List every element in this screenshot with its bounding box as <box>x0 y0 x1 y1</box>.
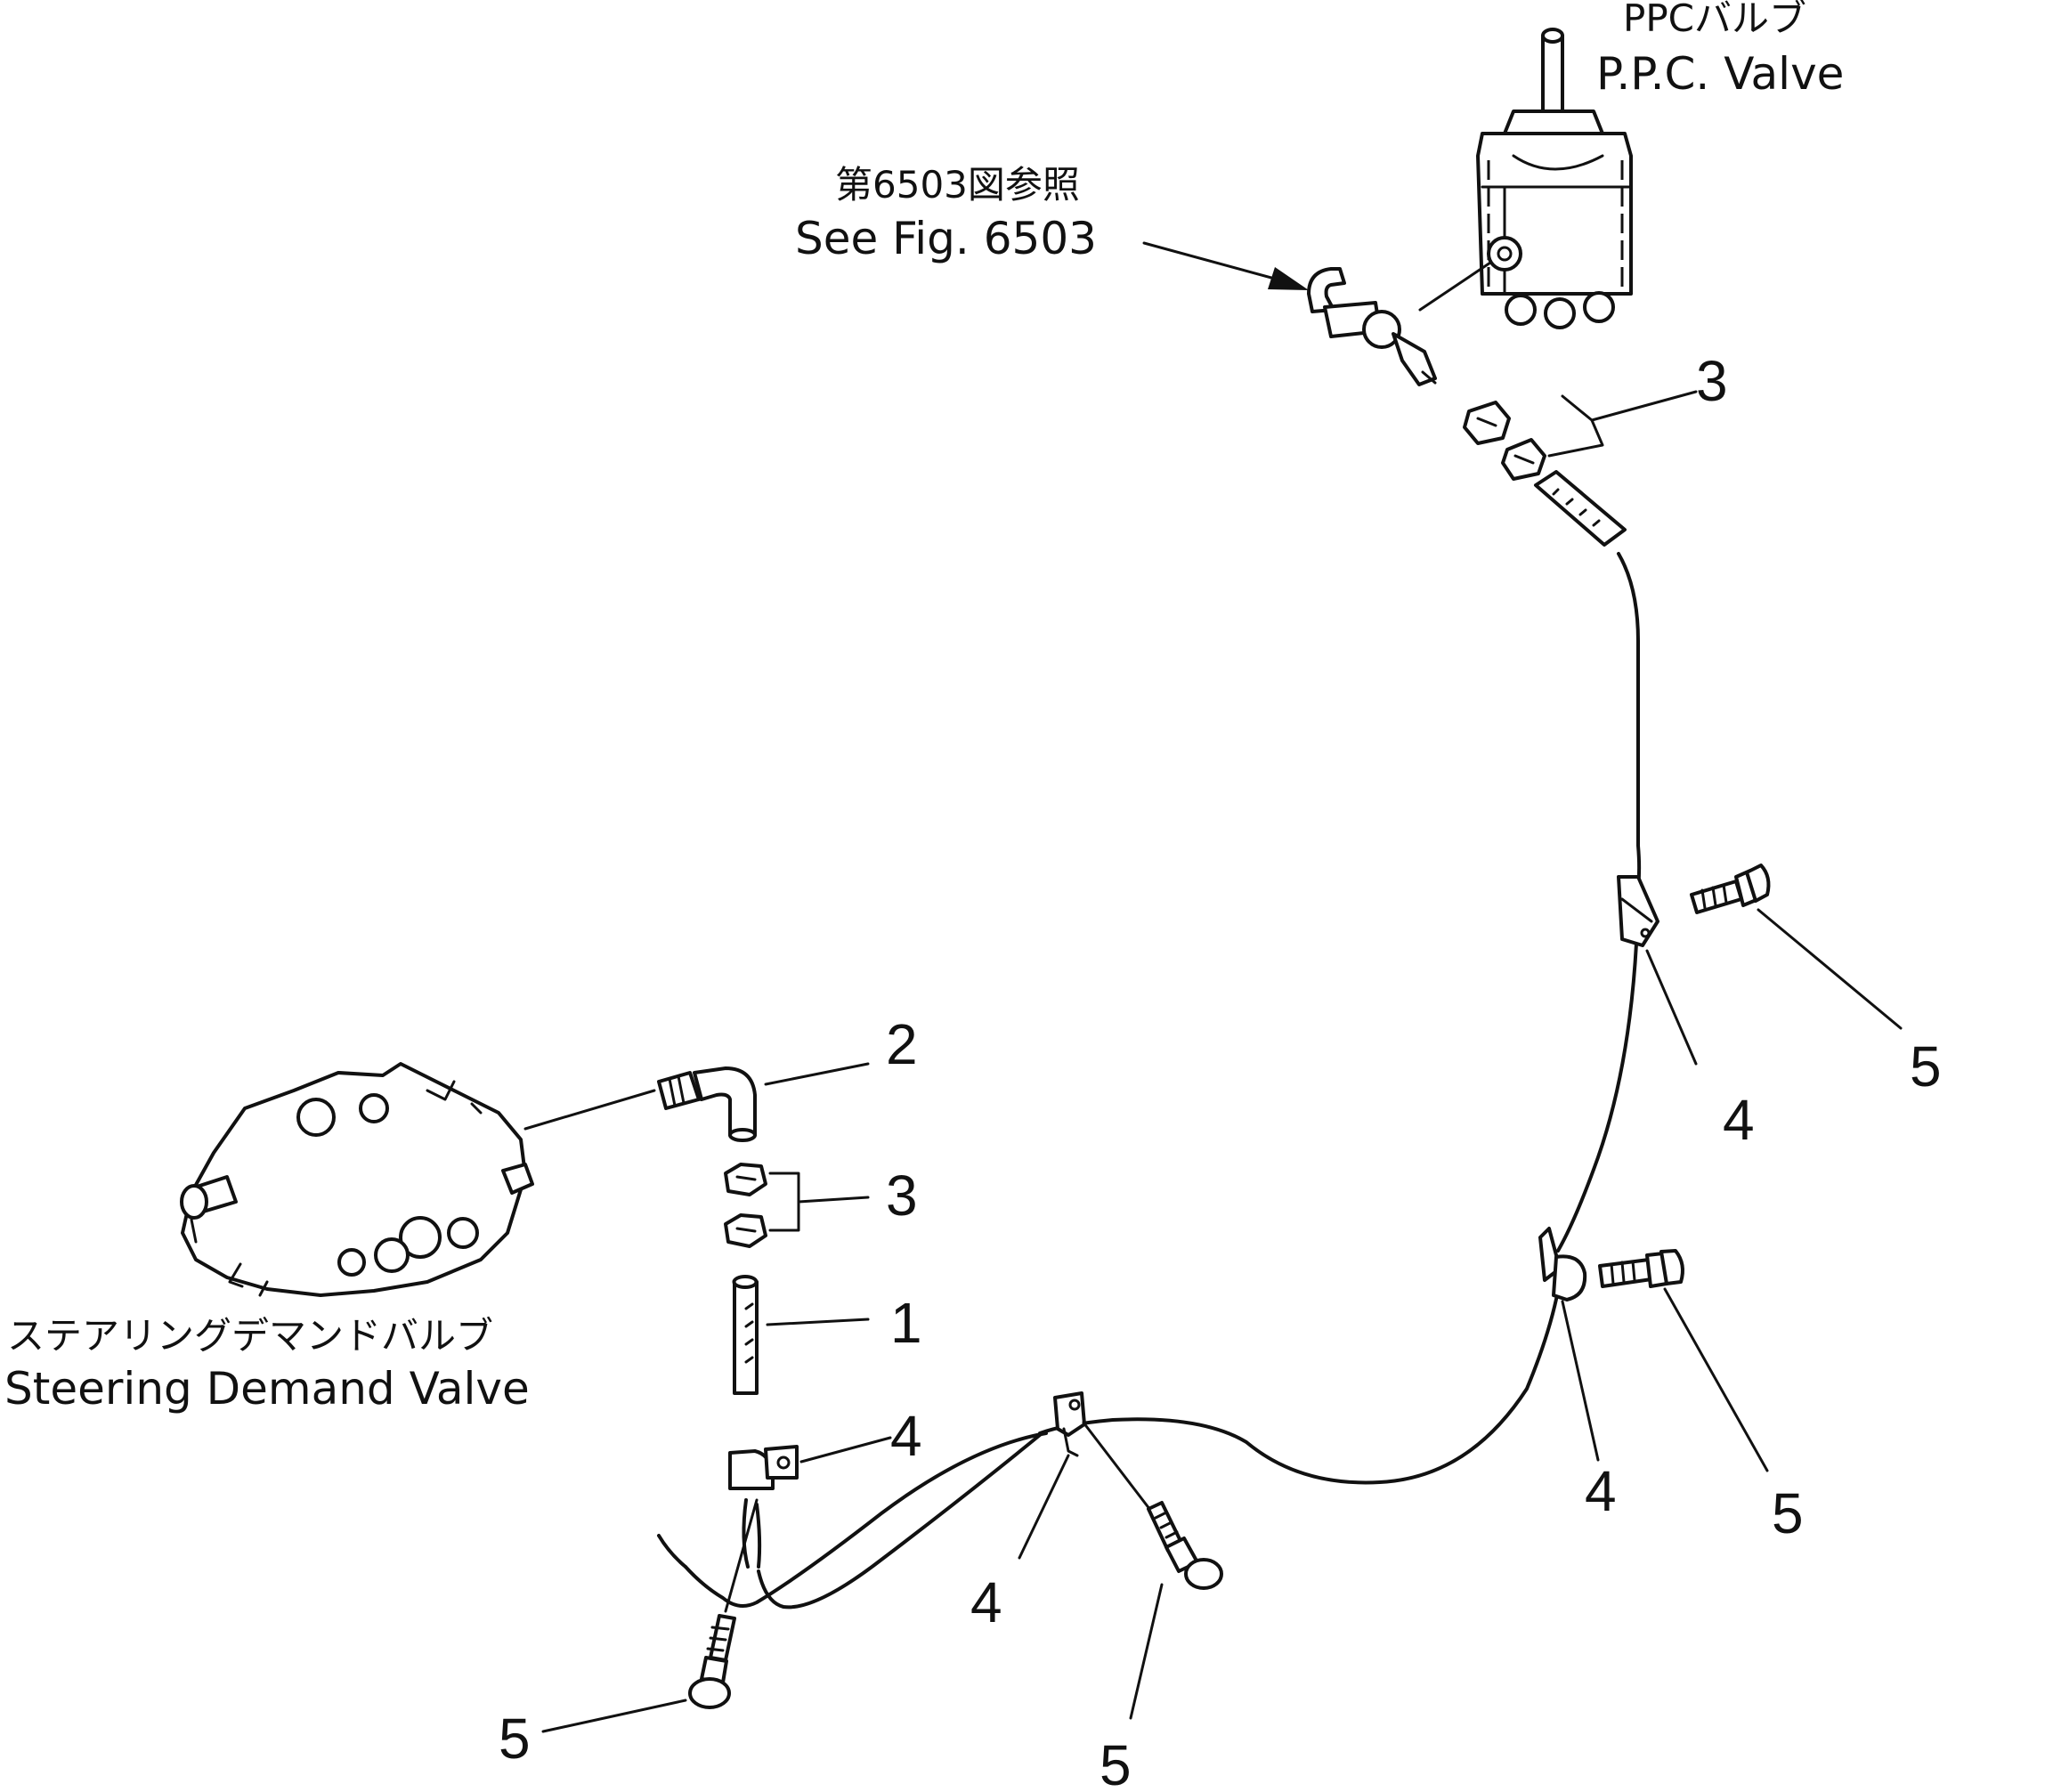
callout-4-middle-right: 4 <box>1585 1459 1617 1523</box>
callout-1: 1 <box>890 1291 922 1355</box>
bracket-middle-right <box>1538 1227 1587 1301</box>
hose-line <box>1038 552 1642 1485</box>
callout-5-upper-right: 5 <box>1910 1034 1942 1099</box>
hose-piece <box>732 1275 759 1395</box>
ppc-valve-en-label: P.P.C. Valve <box>1596 48 1844 100</box>
ppc-valve <box>1476 28 1633 329</box>
callout-5-lower-left: 5 <box>499 1707 531 1771</box>
steering-valve-jp-label: ステアリングデマンドバルブ <box>7 1314 493 1358</box>
callout-4-lower-middle: 4 <box>970 1570 1002 1634</box>
bolt-middle-right <box>1598 1249 1684 1288</box>
bracket-lower-left <box>728 1445 799 1490</box>
ppc-valve-jp-label: PPCバルブ <box>1623 0 1806 40</box>
bracket-upper-right <box>1617 875 1659 947</box>
elbow-fitting <box>657 1066 757 1142</box>
see-fig-jp-label: 第6503図参照 <box>835 163 1080 207</box>
steering-demand-valve <box>180 1062 534 1297</box>
bolt-lower-middle <box>1147 1501 1223 1590</box>
callout-3-lower: 3 <box>886 1164 918 1228</box>
bracket-lower-middle <box>1053 1391 1086 1457</box>
callout-5-middle-right: 5 <box>1772 1481 1804 1545</box>
bolt-upper-right <box>1690 864 1771 914</box>
upper-clamp-pair <box>1463 401 1546 481</box>
callout-4-lower-left: 4 <box>890 1404 922 1468</box>
steering-valve-en-label: Steering Demand Valve <box>4 1363 530 1415</box>
upper-hose-piece <box>1534 470 1627 547</box>
see-fig-en-label: See Fig. 6503 <box>795 213 1097 264</box>
lower-clamp-pair <box>724 1163 767 1248</box>
see-fig-fitting <box>1307 267 1437 386</box>
callout-3-upper: 3 <box>1696 349 1728 413</box>
callout-5-lower-middle: 5 <box>1100 1733 1132 1792</box>
callout-4-upper-right: 4 <box>1723 1088 1755 1152</box>
bolt-lower-left <box>688 1614 736 1709</box>
callout-2: 2 <box>886 1012 918 1076</box>
